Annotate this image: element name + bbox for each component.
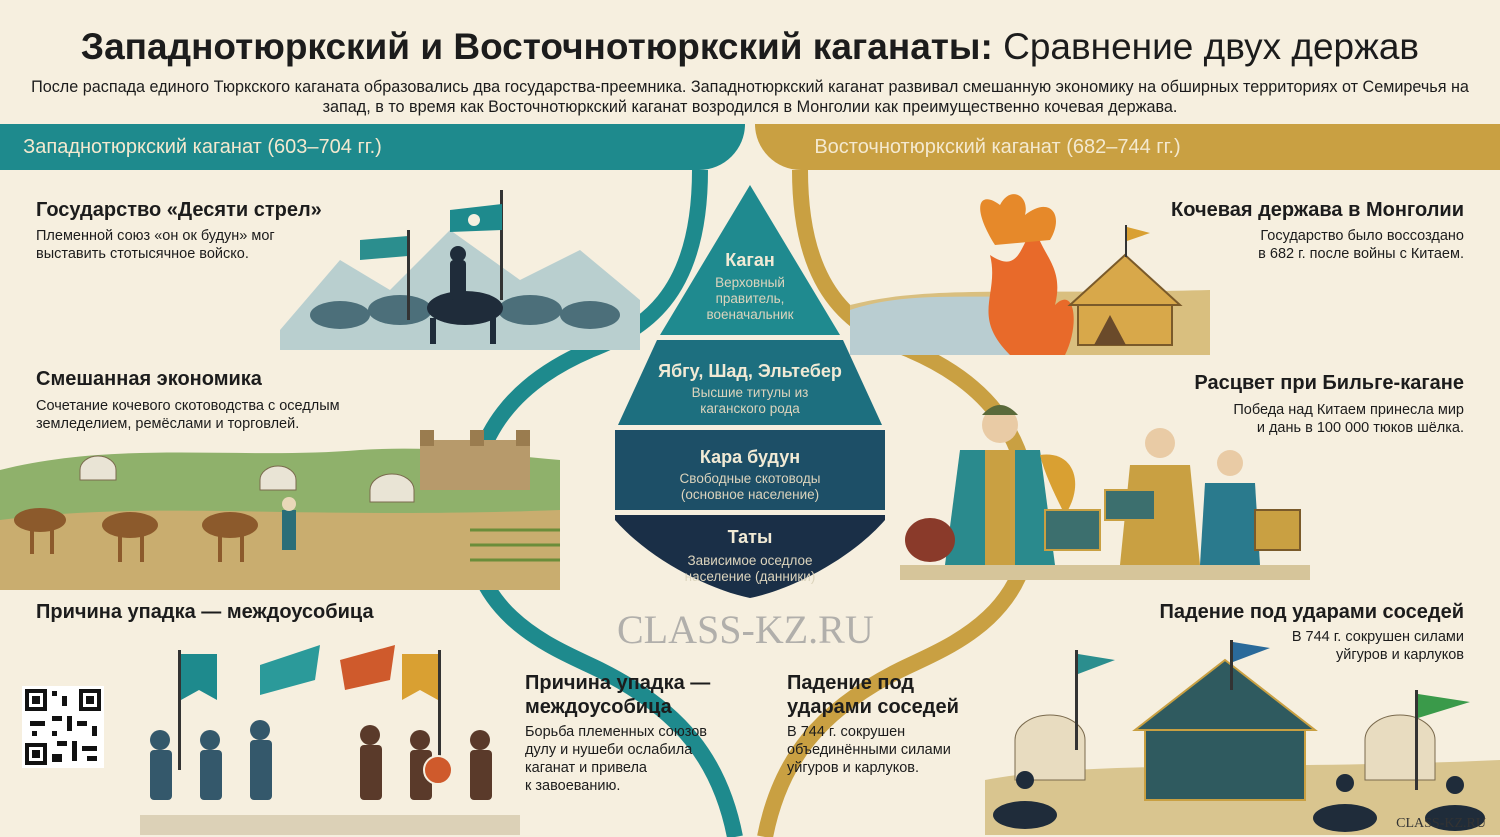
- west-s4-title-2: междоусобица: [525, 696, 672, 718]
- pyramid-level-2-line-2: каганского рода: [700, 401, 800, 416]
- west-s4-text-2: дулу и нушеби ослабила: [525, 742, 693, 758]
- east-s3-text-2: уйгуров и карлуков: [1336, 647, 1464, 663]
- east-s4-text-1: В 744 г. сокрушен: [787, 724, 906, 740]
- east-band-title: Восточнотюркский каганат (682–744 гг.): [814, 136, 1181, 158]
- pyramid-level-1-line-1: Верховный: [715, 275, 785, 290]
- east-s3-title: Падение под ударами соседей: [1159, 601, 1464, 623]
- page-title: Западнотюркский и Восточнотюркский каган…: [0, 26, 1500, 68]
- west-s1-text-2: выставить стотысячное войско.: [36, 246, 249, 262]
- east-band: Восточнотюркский каганат (682–744 гг.): [755, 124, 1500, 170]
- pyramid-level-4-title: Таты: [727, 527, 773, 547]
- intro-text: После распада единого Тюркского каганата…: [31, 78, 1469, 116]
- east-section-fall-heading: Падение под ударами соседей В 744 г. сок…: [1159, 600, 1464, 664]
- pyramid-level-1-title: Каган: [725, 250, 775, 270]
- east-s2-title: Расцвет при Бильге-кагане: [1194, 372, 1464, 394]
- pyramid-level-3-title: Кара будун: [699, 447, 801, 467]
- west-section-mixed-economy: Смешанная экономика Сочетание кочевого с…: [36, 367, 340, 433]
- pyramid-level-2-title: Ябгу, Шад, Эльтебер: [658, 361, 842, 381]
- pyramid-level-3-line-1: Свободные скотоводы: [679, 471, 821, 486]
- east-s1-title: Кочевая держава в Монголии: [1171, 199, 1464, 221]
- pyramid-tier-yabgu: [618, 340, 882, 425]
- title-regular: Сравнение двух держав: [992, 26, 1420, 67]
- pyramid-level-1-line-2: правитель,: [715, 291, 785, 306]
- pyramid-level-4: Таты Зависимое оседлое население (данник…: [600, 527, 900, 585]
- title-bold: Западнотюркский и Восточнотюркский каган…: [80, 26, 993, 67]
- qr-code-icon[interactable]: [22, 686, 104, 768]
- pyramid-tier-kagan: [660, 185, 840, 335]
- west-band-title: Западнотюркский каганат (603–704 гг.): [23, 136, 382, 158]
- footer-site-link[interactable]: CLASS-KZ.RU: [1396, 816, 1486, 831]
- east-s4-text-2: объединёнными силами: [787, 742, 951, 758]
- east-s2-text-2: и дань в 100 000 тюков шёлка.: [1256, 420, 1464, 436]
- west-s4-text-1: Борьба племенных союзов: [525, 724, 707, 740]
- pyramid-level-1: Каган Верховный правитель, военачальник: [600, 250, 900, 323]
- pyramid-level-1-line-3: военачальник: [706, 307, 794, 322]
- pyramid-level-2-line-1: Высшие титулы из: [691, 385, 809, 400]
- nomad-state-illustration: [850, 194, 1210, 355]
- pyramid-level-3: Кара будун Свободные скотоводы (основное…: [600, 447, 900, 503]
- west-s1-text-1: Племенной союз «он ок будун» мог: [36, 228, 275, 244]
- social-pyramid: [615, 185, 885, 598]
- east-section-bilge-kagan: Расцвет при Бильге-кагане Победа над Кит…: [1194, 371, 1464, 437]
- west-s1-title: Государство «Десяти стрел»: [36, 199, 322, 221]
- east-s4-text-3: уйгуров и карлуков.: [787, 760, 920, 776]
- cavalry-illustration: [280, 190, 640, 350]
- east-s3-text-1: В 744 г. сокрушен силами: [1291, 629, 1464, 645]
- east-s1-text-1: Государство было воссоздано: [1260, 228, 1464, 244]
- pyramid-level-3-line-2: (основное население): [680, 487, 820, 502]
- east-s4-title-2: ударами соседей: [787, 696, 959, 718]
- civil-war-illustration: [140, 645, 520, 835]
- east-s4-title-1: Падение под: [787, 672, 915, 694]
- east-section-nomad-state: Кочевая держава в Монголии Государство б…: [1171, 198, 1464, 263]
- east-section-fall: Падение под ударами соседей В 744 г. сок…: [787, 671, 959, 777]
- west-s4-title-1: Причина упадка —: [525, 672, 711, 694]
- west-section-decline: Причина упадка — междоусобица Борьба пле…: [525, 671, 710, 795]
- west-s2-text-2: земледелием, ремёслами и торговлей.: [36, 416, 300, 432]
- east-s2-text-1: Победа над Китаем принесла мир: [1233, 402, 1464, 418]
- pyramid-tier-taty: [615, 515, 885, 598]
- pyramid-level-4-line-1: Зависимое оседлое: [687, 553, 813, 568]
- fall-illustration: [985, 640, 1500, 835]
- mixed-economy-illustration: [0, 430, 560, 590]
- west-s4-text-3: каганат и привела: [525, 760, 647, 776]
- watermark: CLASS-KZ.RU: [617, 607, 874, 652]
- pyramid-tier-kara-budun: [615, 430, 885, 510]
- bilge-kagan-illustration: [900, 405, 1310, 580]
- west-section-ten-arrows: Государство «Десяти стрел» Племенной сою…: [36, 198, 322, 263]
- west-band: Западнотюркский каганат (603–704 гг.): [0, 124, 745, 170]
- east-s1-text-2: в 682 г. после войны с Китаем.: [1258, 246, 1464, 262]
- west-s3-title: Причина упадка — междоусобица: [36, 601, 374, 623]
- west-s2-text-1: Сочетание кочевого скотоводства с оседлы…: [36, 398, 340, 414]
- west-s2-title: Смешанная экономика: [36, 368, 262, 390]
- pyramid-level-4-line-2: население (данники): [684, 569, 816, 584]
- west-section-decline-heading: Причина упадка — междоусобица: [36, 600, 374, 624]
- west-s4-text-4: к завоеванию.: [525, 778, 621, 794]
- pyramid-level-2: Ябгу, Шад, Эльтебер Высшие титулы из каг…: [600, 361, 900, 417]
